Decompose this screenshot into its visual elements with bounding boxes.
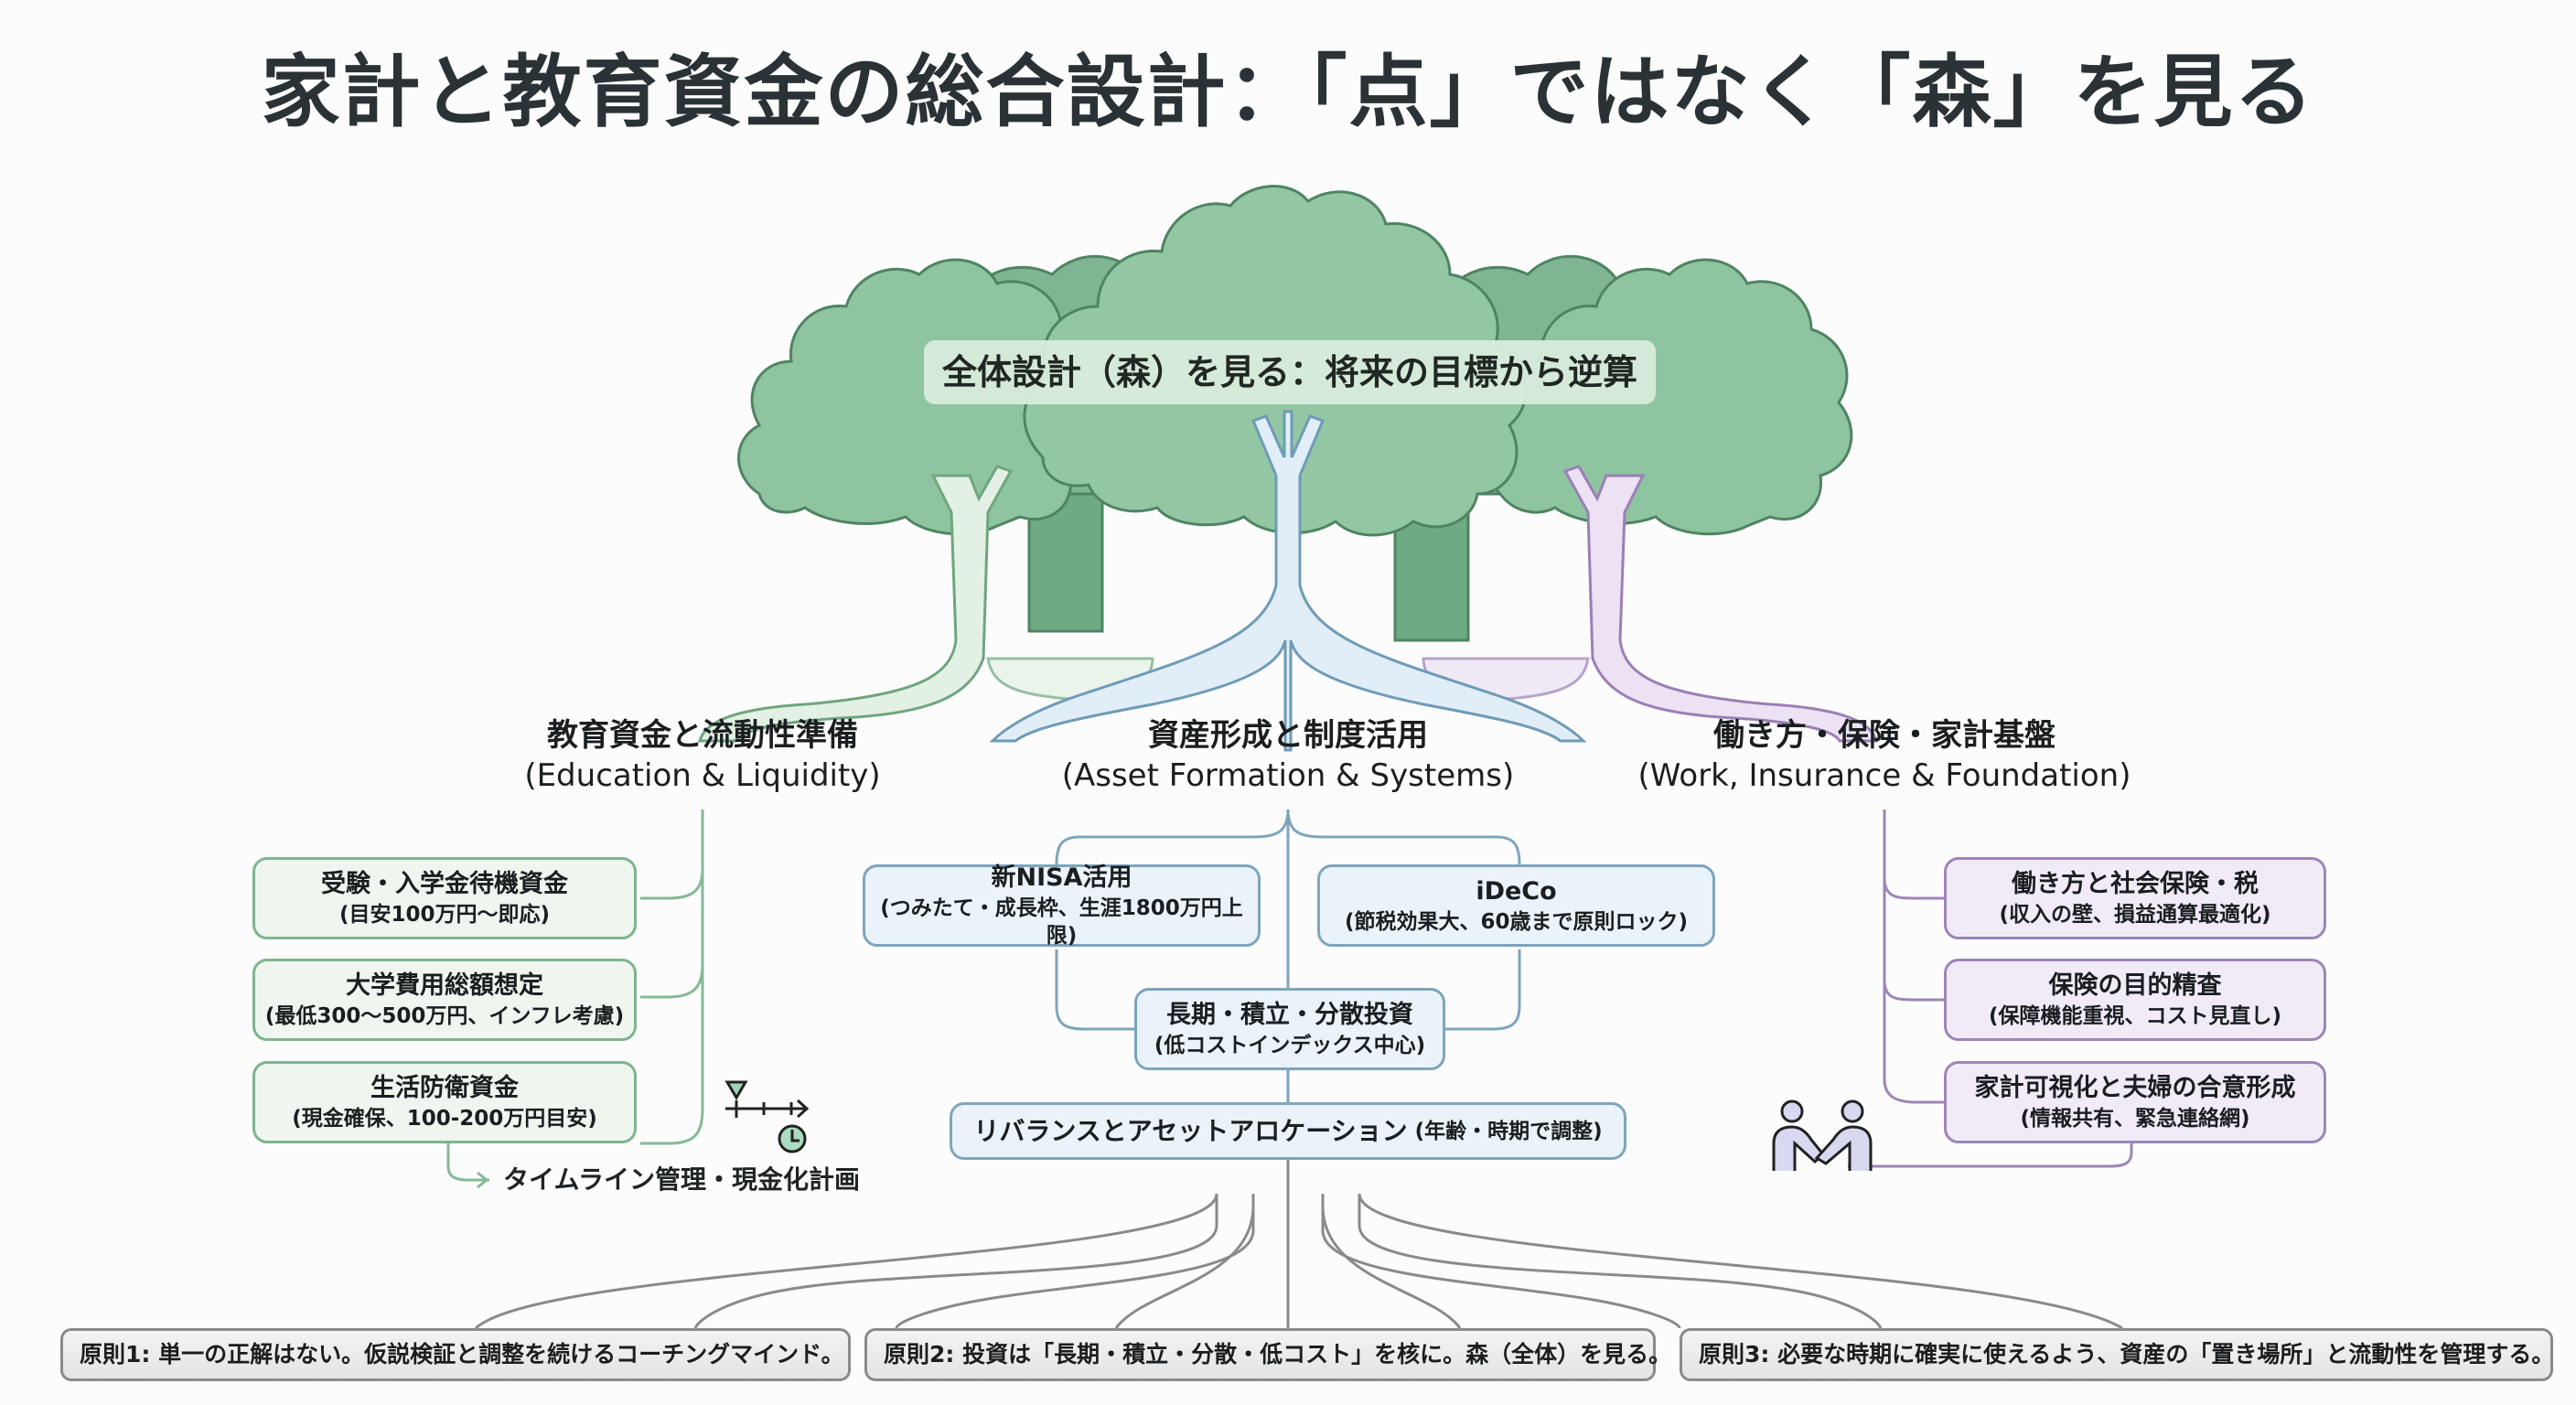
branch-title-jp: 働き方・保険・家計基盤 [1713,717,2055,754]
item-sub: (情報共有、緊急連絡網) [2020,1107,2250,1131]
item-main: 新NISA活用 [991,863,1132,892]
item-sub: (節税効果大、60歳まで原則ロック) [1344,910,1689,934]
principle-3: 原則3: 必要な時期に確実に使えるよう、資産の「置き場所」と流動性を管理する。 [1680,1328,2554,1381]
item-sub: (つみたて・成長枠、生涯1800万円上限) [880,896,1243,948]
item-sub: (最低300〜500万円、インフレ考慮) [264,1004,625,1028]
principle-1: 原則1: 単一の正解はない。仮説検証と調整を続けるコーチングマインド。 [60,1328,851,1381]
education-item[interactable]: 受験・入学金待機資金 (目安100万円〜即応) [252,857,637,939]
branch-title-en: (Work, Insurance & Foundation) [1637,757,2131,794]
item-main: 保険の目的精査 [2048,971,2222,1000]
connectors-work [1848,810,2133,1168]
education-item[interactable]: 生活防衛資金 (現金確保、100-200万円目安) [252,1061,637,1143]
branch-title-work: 働き方・保険・家計基盤 (Work, Insurance & Foundatio… [1610,715,2159,796]
handshake-icon [1772,1099,1873,1171]
item-main: 長期・積立・分散投資 [1166,1001,1413,1029]
item-sub: (保障機能重視、コスト見直し) [1988,1004,2282,1028]
connectors-principles [475,1160,2123,1330]
work-item[interactable]: 家計可視化と夫婦の合意形成 (情報共有、緊急連絡網) [1944,1061,2326,1143]
page-title: 家計と教育資金の総合設計：「点」ではなく「森」を見る [261,47,2315,138]
work-item[interactable]: 働き方と社会保険・税 (収入の壁、損益通算最適化) [1944,857,2326,939]
asset-item-long-term[interactable]: 長期・積立・分散投資 (低コストインデックス中心) [1134,988,1445,1070]
item-main: iDeCo [1476,877,1557,906]
item-main: 生活防衛資金 [370,1074,519,1102]
item-sub: (年齢・時期で調整) [1414,1119,1603,1143]
item-main: 家計可視化と夫婦の合意形成 [1974,1074,2296,1102]
branch-title-education: 教育資金と流動性準備 (Education & Liquidity) [428,715,977,796]
branch-title-jp: 教育資金と流動性準備 [547,717,858,754]
item-sub: (現金確保、100-200万円目安) [292,1107,597,1131]
education-item[interactable]: 大学費用総額想定 (最低300〜500万円、インフレ考慮) [252,959,637,1041]
item-sub: (目安100万円〜即応) [338,903,551,927]
item-sub: (低コストインデックス中心) [1154,1034,1426,1057]
timeline-management-label: タイムライン管理・現金化計画 [503,1164,861,1195]
principle-2: 原則2: 投資は「長期・積立・分散・低コスト」を核に。森（全体）を見る。 [864,1328,1671,1381]
branch-title-jp: 資産形成と制度活用 [1148,717,1428,754]
asset-item-ideco[interactable]: iDeCo (節税効果大、60歳まで原則ロック) [1317,864,1715,947]
forest-label: 全体設計（森）を見る：将来の目標から逆算 [924,340,1656,404]
timeline-clock-icon [724,1080,810,1153]
trunk-center [989,410,1587,752]
branch-title-en: (Education & Liquidity) [524,757,881,794]
asset-item-rebalance[interactable]: リバランスとアセットアロケーション (年齢・時期で調整) [950,1102,1626,1160]
item-main: リバランスとアセットアロケーション [973,1115,1408,1146]
item-main: 受験・入学金待機資金 [321,870,568,898]
item-main: 大学費用総額想定 [346,971,543,1000]
branch-title-en: (Asset Formation & Systems) [1061,757,1515,794]
asset-item-nisa[interactable]: 新NISA活用 (つみたて・成長枠、生涯1800万円上限) [863,863,1261,948]
work-item[interactable]: 保険の目的精査 (保障機能重視、コスト見直し) [1944,959,2326,1041]
item-main: 働き方と社会保険・税 [2012,870,2259,898]
item-sub: (収入の壁、損益通算最適化) [1999,903,2271,927]
connectors-education [446,810,704,1189]
branch-title-asset: 資産形成と制度活用 (Asset Formation & Systems) [1014,715,1562,796]
